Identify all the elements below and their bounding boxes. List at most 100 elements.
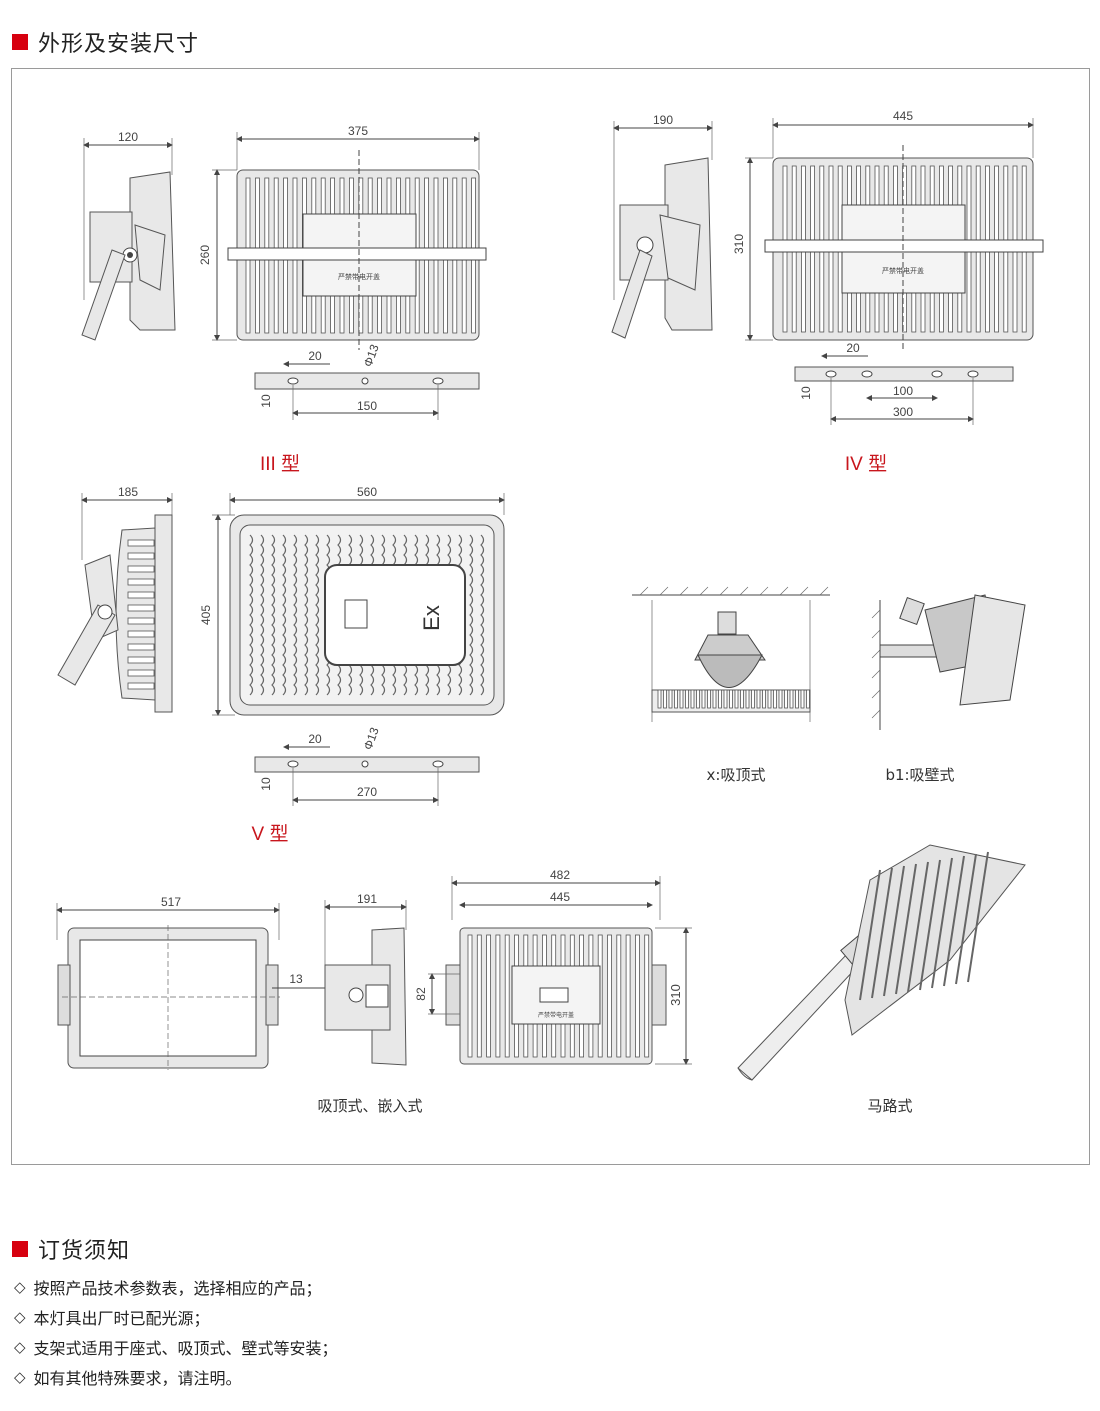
heat-sink-fin (795, 689, 799, 709)
heat-sink-fin (644, 934, 650, 1058)
dim-t4-side-width: 190 (653, 113, 673, 127)
heat-sink-fin (607, 934, 612, 1058)
heat-sink-fin (955, 853, 977, 985)
embed-side-view: 191 (324, 892, 407, 1066)
heat-sink-fin (304, 534, 309, 696)
heat-sink-fin (679, 689, 684, 709)
heat-sink-fin (260, 534, 265, 696)
heat-sink-fin (859, 869, 881, 1001)
heat-sink-fin (127, 578, 155, 586)
embed-front-view: 517 13 (56, 895, 325, 1070)
type4-front-view: 445 310 严禁带电开盖 (732, 109, 1044, 350)
diamond-bullet-icon: ◇ (14, 1308, 26, 1326)
red-square-icon (12, 34, 28, 50)
dim-embed-side: 191 (357, 892, 377, 906)
road-mount-illustration: 马路式 (737, 844, 1026, 1115)
type3-label: III 型 (260, 453, 300, 475)
heat-sink-fin (480, 534, 485, 696)
caption-road: 马路式 (867, 1097, 912, 1115)
dim-t4-height: 310 (732, 234, 746, 254)
heat-sink-fin (784, 689, 788, 709)
type3-bracket: 20 Φ13 10 150 (254, 342, 480, 420)
section-header-ordering: 订货须知 (12, 1233, 130, 1265)
dim-t5-thickness: 10 (259, 777, 273, 791)
dim-t3-height: 260 (198, 245, 212, 265)
list-item: ◇如有其他特殊要求，请注明。 (14, 1368, 242, 1388)
dim-t4-pitch: 100 (893, 384, 913, 398)
dim-t5-hole: Φ13 (361, 725, 382, 752)
dim-embed-gap: 13 (289, 972, 303, 986)
heat-sink-fin (756, 689, 761, 709)
dim-t3-front-width: 375 (348, 124, 368, 138)
heat-sink-fin (467, 934, 473, 1058)
heat-sink-fin (883, 865, 905, 997)
heat-sink-fin (127, 591, 155, 599)
red-square-icon (12, 1241, 28, 1257)
type5-label: V 型 (252, 823, 289, 845)
type5-front-view: 560 405 Ex (199, 485, 505, 716)
dim-t5-slot: 20 (308, 732, 322, 746)
heat-sink-fin (674, 689, 678, 709)
heat-sink-fin (895, 863, 917, 995)
heat-sink-fin (778, 689, 783, 709)
dim-t4-span: 300 (893, 405, 913, 419)
heat-sink-fin (745, 689, 750, 709)
heat-sink-fin (723, 689, 728, 709)
heat-sink-fin (762, 689, 766, 709)
diamond-bullet-icon: ◇ (14, 1338, 26, 1356)
heat-sink-fin (127, 682, 155, 690)
heat-sink-fin (469, 534, 474, 696)
heat-sink-fin (712, 689, 717, 709)
wall-mount-illustration: b1:吸壁式 (871, 594, 1026, 784)
heat-sink-fin (476, 934, 482, 1058)
heat-sink-fin (127, 565, 155, 573)
heat-sink-fin (718, 689, 722, 709)
drawing-frame (11, 68, 1090, 1165)
ordering-notes: ◇按照产品技术参数表，选择相应的产品； ◇本灯具出厂时已配光源； ◇支架式适用于… (14, 1272, 338, 1392)
ex-mark: Ex (419, 605, 444, 631)
dim-t5-side-width: 185 (118, 485, 138, 499)
heat-sink-fin (625, 934, 631, 1058)
diamond-bullet-icon: ◇ (14, 1368, 26, 1386)
caption-embed: 吸顶式、嵌入式 (317, 1097, 422, 1115)
heat-sink-fin (127, 552, 155, 560)
heat-sink-fin (127, 604, 155, 612)
heat-sink-fin (800, 689, 805, 709)
heat-sink-fin (907, 861, 929, 993)
heat-sink-fin (616, 934, 622, 1058)
heat-sink-fin (696, 689, 700, 709)
heat-sink-fin (931, 857, 953, 989)
heat-sink-fin (504, 934, 510, 1058)
heat-sink-fin (127, 630, 155, 638)
heat-sink-fin (734, 689, 739, 709)
heat-sink-fin (806, 689, 810, 709)
heat-sink-fin (127, 617, 155, 625)
diamond-bullet-icon: ◇ (14, 1278, 26, 1296)
heat-sink-fin (685, 689, 689, 709)
ceiling-mount-illustration: x:吸顶式 (632, 586, 830, 784)
section-header-dimensions: 外形及安装尺寸 (12, 26, 199, 58)
cover-warning-t4: 严禁带电开盖 (882, 266, 924, 275)
heat-sink-fin (495, 934, 501, 1058)
type4-label: IV 型 (845, 453, 887, 475)
list-item: ◇支架式适用于座式、吸顶式、壁式等安装； (14, 1338, 338, 1358)
dim-t3-slot: 20 (308, 349, 322, 363)
heat-sink-fin (967, 851, 989, 983)
type3-side-view: 120 (81, 130, 176, 341)
heat-sink-fin (635, 934, 640, 1058)
heat-sink-fin (127, 656, 155, 664)
heat-sink-fin (919, 859, 941, 991)
heat-sink-fin (690, 689, 695, 709)
heat-sink-fin (315, 534, 320, 696)
dim-t5-span: 270 (357, 785, 377, 799)
heat-sink-fin (943, 855, 965, 987)
dim-rear-outer: 482 (550, 868, 570, 882)
dim-t4-slot: 20 (846, 341, 860, 355)
heat-sink-fin (127, 539, 155, 547)
heat-sink-fin (127, 669, 155, 677)
heat-sink-fin (751, 689, 755, 709)
dim-t5-front-width: 560 (357, 485, 377, 499)
section-title: 外形及安装尺寸 (38, 32, 200, 57)
heat-sink-fin (707, 689, 711, 709)
